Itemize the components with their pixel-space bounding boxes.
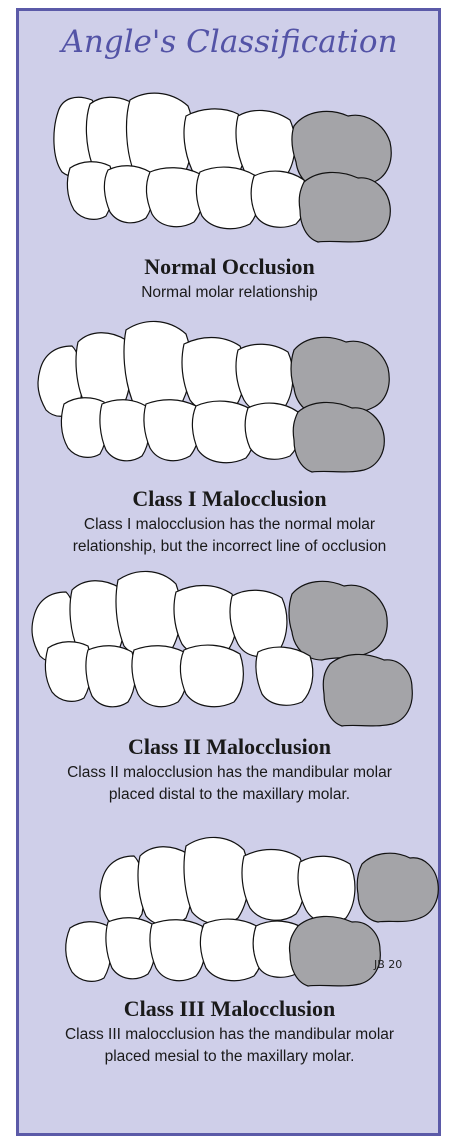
case-description-class-3-line-2: placed mesial to the maxillary molar. — [0, 1046, 459, 1068]
artist-signature: JB 20 — [374, 958, 402, 971]
tooth — [298, 856, 355, 922]
case-description-class-3-line-1: Class III malocclusion has the mandibula… — [0, 1024, 459, 1046]
tooth — [150, 920, 205, 981]
case-title-class-3: Class III Malocclusion — [0, 996, 459, 1022]
tooth — [100, 856, 144, 926]
tooth — [184, 837, 249, 924]
tooth — [106, 918, 156, 979]
molar — [357, 853, 438, 922]
tooth — [66, 922, 112, 982]
molar — [289, 916, 380, 986]
tooth — [242, 850, 305, 921]
